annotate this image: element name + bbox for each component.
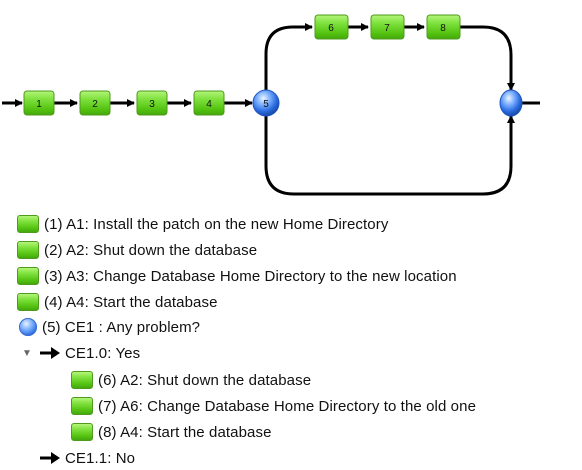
task-icon	[17, 293, 39, 311]
task-node-1-label: 1	[36, 99, 42, 110]
task-icon	[17, 241, 39, 259]
outline-item-task-8[interactable]: (8) A4: Start the database	[71, 420, 272, 444]
outline-item-label: (7) A6: Change Database Home Directory t…	[98, 397, 477, 415]
branch-upper-right	[459, 25, 515, 91]
outline-item-task-6[interactable]: (6) A2: Shut down the database	[71, 368, 311, 392]
outline-item-task-7[interactable]: (7) A6: Change Database Home Directory t…	[71, 394, 476, 418]
task-node-7-label: 7	[384, 23, 390, 34]
condition-node-5-label: 5	[263, 99, 269, 110]
condition-icon	[19, 318, 37, 336]
task-icon	[71, 423, 93, 441]
outline-item-label: (6) A2: Shut down the database	[98, 371, 312, 389]
branch-nodes: 6 7 8	[314, 14, 461, 40]
task-node-8-label: 8	[440, 23, 446, 34]
task-icon	[71, 397, 93, 415]
main-nodes: 1 2 3 4 5	[23, 89, 523, 117]
outline-item-label: (3) A3: Change Database Home Directory t…	[44, 267, 457, 285]
task-node-6[interactable]: 6	[314, 14, 349, 40]
task-icon	[17, 267, 39, 285]
expand-triangle-icon[interactable]: ▼	[22, 347, 32, 359]
outline-item-label: CE1.1: No	[65, 449, 136, 467]
outline-item-condition-5[interactable]: (5) CE1 : Any problem?	[19, 315, 200, 339]
task-node-3[interactable]: 3	[136, 90, 168, 116]
task-icon	[71, 371, 93, 389]
task-node-4[interactable]: 4	[193, 90, 225, 116]
outline-item-task-2[interactable]: (2) A2: Shut down the database	[17, 238, 257, 262]
task-node-8[interactable]: 8	[426, 14, 461, 40]
outline-item-label: (2) A2: Shut down the database	[44, 241, 258, 259]
outline-branch-yes[interactable]: ▼ CE1.0: Yes	[22, 341, 140, 365]
outline-item-label: (8) A4: Start the database	[98, 423, 272, 441]
task-node-4-label: 4	[206, 99, 212, 110]
outline-item-label: CE1.0: Yes	[65, 344, 141, 362]
branch-loop	[264, 23, 515, 196]
outline-branch-no[interactable]: CE1.1: No	[39, 446, 135, 470]
outline-item-task-4[interactable]: (4) A4: Start the database	[17, 290, 218, 314]
arrow-right-icon	[40, 452, 60, 464]
task-icon	[17, 215, 39, 233]
task-node-3-label: 3	[149, 99, 155, 110]
arrow-right-icon	[40, 347, 60, 359]
outline-item-label: (1) A1: Install the patch on the new Hom…	[44, 215, 389, 233]
task-node-6-label: 6	[328, 23, 334, 34]
condition-node-5[interactable]: 5	[252, 89, 280, 117]
outline-item-label: (4) A4: Start the database	[44, 293, 218, 311]
task-node-2[interactable]: 2	[79, 90, 111, 116]
branch-upper-left	[264, 23, 313, 103]
outline-item-task-1[interactable]: (1) A1: Install the patch on the new Hom…	[17, 212, 388, 236]
outline-item-task-3[interactable]: (3) A3: Change Database Home Directory t…	[17, 264, 457, 288]
task-node-7[interactable]: 7	[370, 14, 405, 40]
task-node-2-label: 2	[92, 99, 98, 110]
outline-item-label: (5) CE1 : Any problem?	[42, 318, 201, 336]
branch-lower	[264, 114, 515, 196]
task-node-1[interactable]: 1	[23, 90, 55, 116]
condition-end-node[interactable]	[499, 89, 523, 117]
flow-diagram: 1 2 3 4 5 6 7	[2, 14, 540, 196]
